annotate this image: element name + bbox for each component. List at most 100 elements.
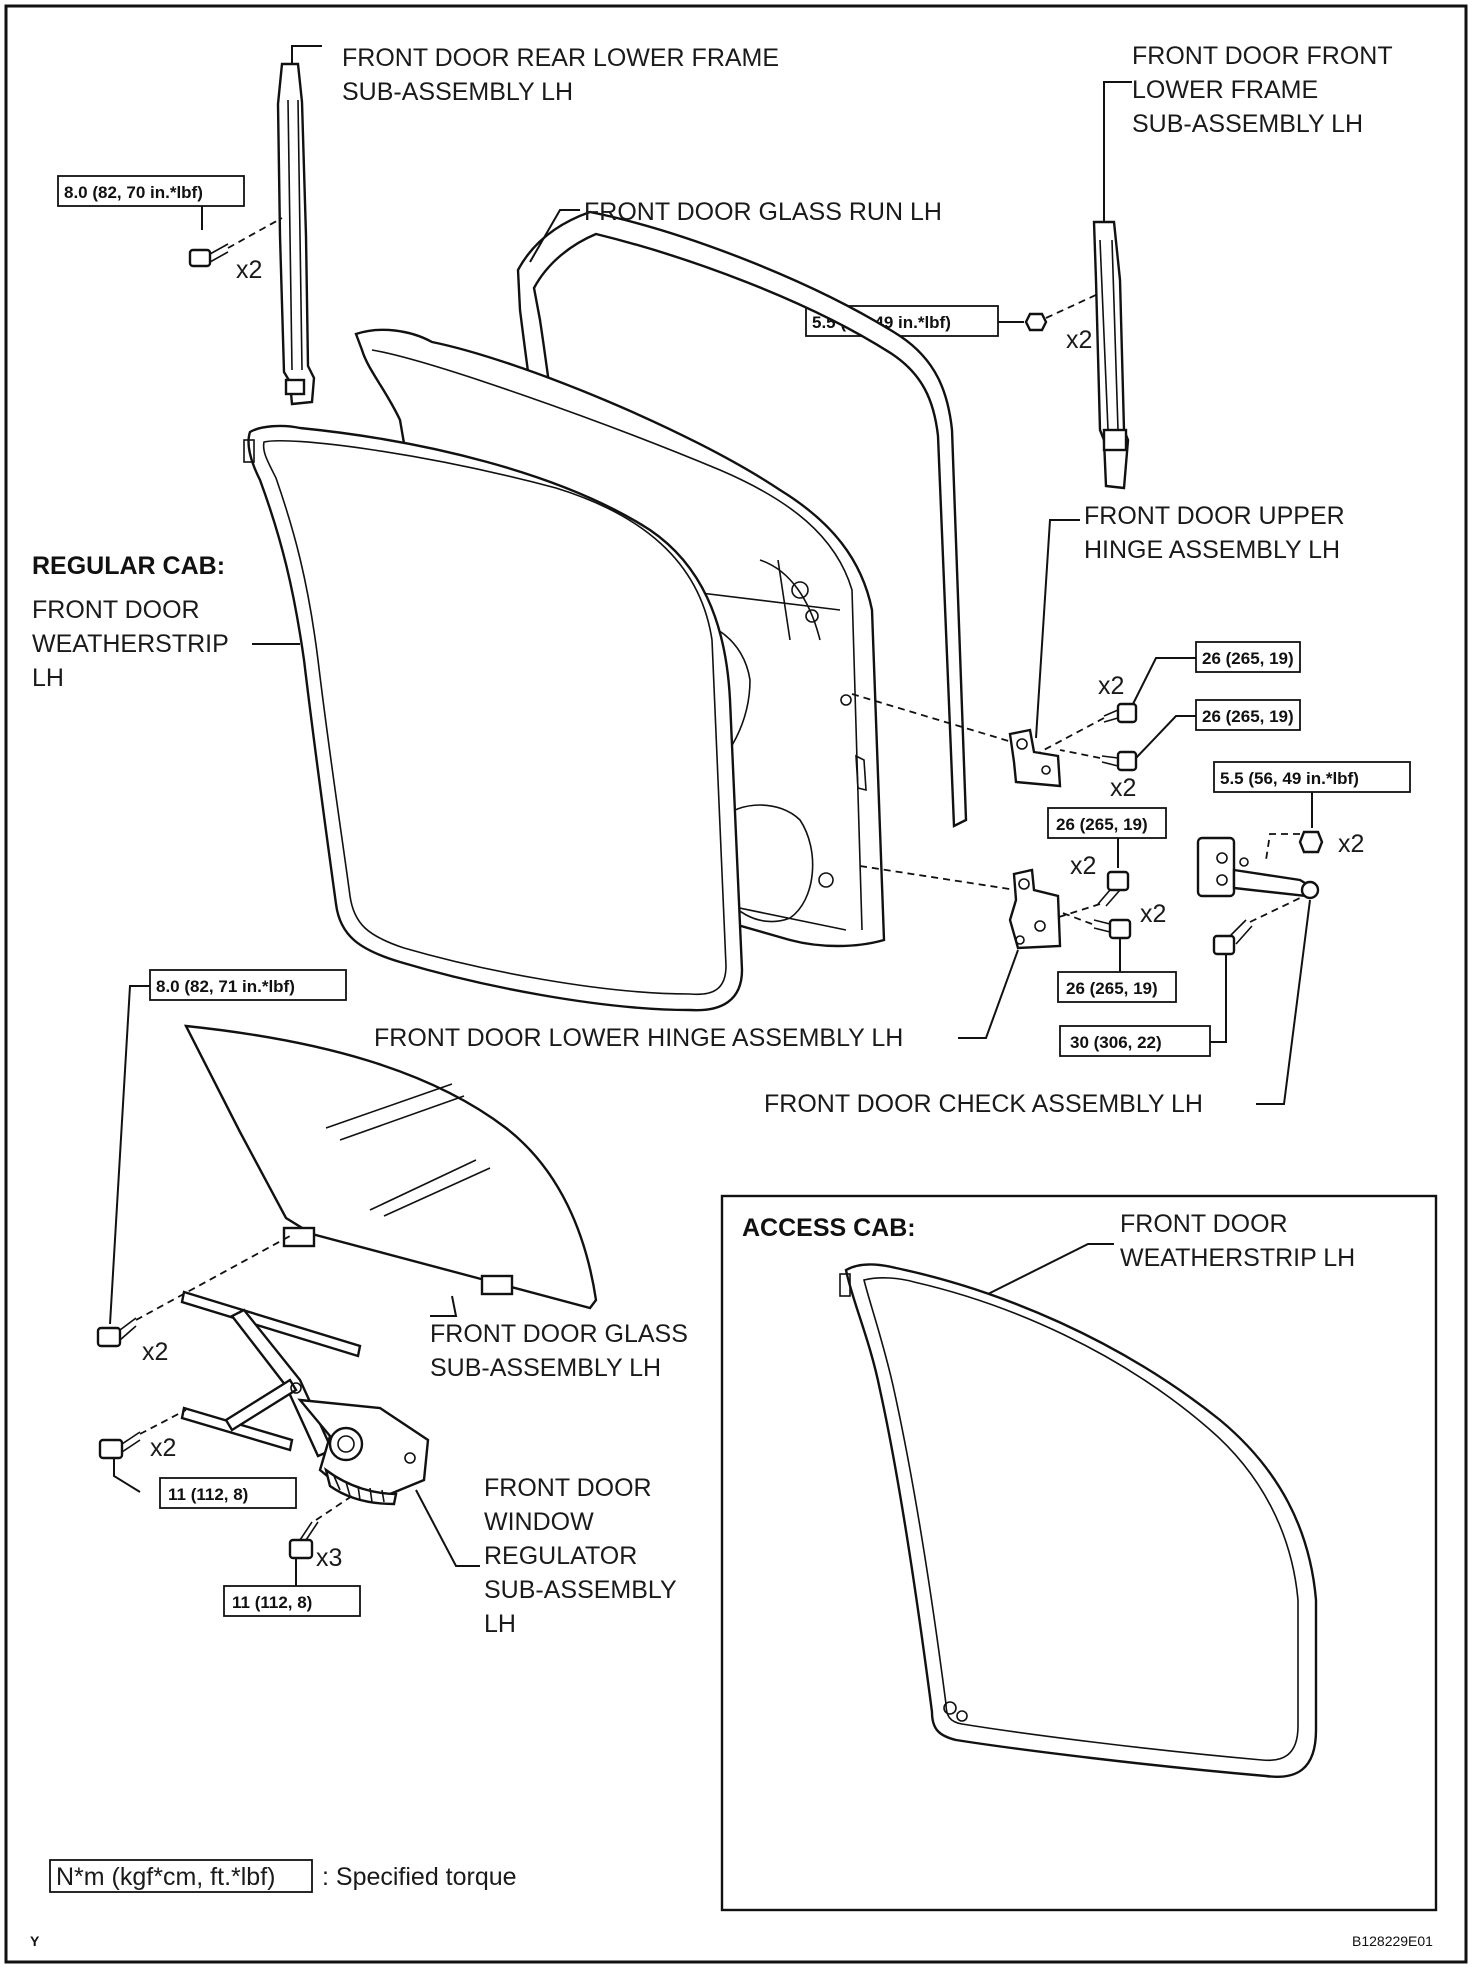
lower-hinge-leader xyxy=(958,949,1019,1039)
torque-box-check-bolt xyxy=(1059,1025,1211,1057)
torque-box-upper-hinge-1 xyxy=(1195,641,1301,673)
bolt-icon xyxy=(1093,918,1132,940)
torque-lower-hinge-1: 26 (265, 19) xyxy=(1056,815,1148,834)
bolt-path-glass xyxy=(135,1235,291,1321)
torque-box-regulator-1 xyxy=(159,1477,297,1509)
rear-frame-leader xyxy=(291,45,322,64)
front-lower-frame-part xyxy=(1092,220,1130,490)
label-glass-run: FRONT DOOR GLASS RUN LH xyxy=(584,198,942,226)
legend-torque-key-box xyxy=(49,1859,313,1893)
torque-check-bolt: 30 (306, 22) xyxy=(1070,1033,1162,1052)
bolt-icon xyxy=(1101,750,1138,772)
check-assembly-part xyxy=(1196,836,1320,900)
label-front-lower-frame-1: FRONT DOOR FRONT xyxy=(1132,42,1393,70)
qty-lower-hinge-2: x2 xyxy=(1140,900,1166,928)
label-weatherstrip-access-1: FRONT DOOR xyxy=(1120,1210,1288,1238)
label-regulator-1: FRONT DOOR xyxy=(484,1474,652,1502)
label-rear-lower-frame-2: SUB-ASSEMBLY LH xyxy=(342,78,573,106)
torque-glass: 8.0 (82, 71 in.*lbf) xyxy=(156,977,295,996)
nut-icon xyxy=(1298,830,1324,854)
torque-check-bolt-leader xyxy=(1210,954,1227,1043)
bolt-icon xyxy=(1103,702,1138,724)
bolt-path-rear-frame xyxy=(227,217,283,249)
bolt-path-lower-hinge-2 xyxy=(1059,911,1093,925)
bolt-path-upper-hinge-1 xyxy=(1039,717,1105,753)
label-regulator-3: REGULATOR xyxy=(484,1542,637,1570)
label-weatherstrip-regular-1: FRONT DOOR xyxy=(32,596,200,624)
label-regulator-2: WINDOW xyxy=(484,1508,594,1536)
label-glass-1: FRONT DOOR GLASS xyxy=(430,1320,688,1348)
upper-hinge-mount-path xyxy=(851,693,1013,743)
torque-box-lower-hinge-1 xyxy=(1047,807,1167,839)
torque-regulator-1: 11 (112, 8) xyxy=(168,1485,248,1504)
qty-front-frame: x2 xyxy=(1066,326,1092,354)
label-front-lower-frame-2: LOWER FRAME xyxy=(1132,76,1318,104)
torque-box-upper-hinge-2 xyxy=(1195,699,1301,731)
label-rear-lower-frame-1: FRONT DOOR REAR LOWER FRAME xyxy=(342,44,779,72)
torque-box-rear-frame xyxy=(57,175,245,207)
torque-check-nut: 5.5 (56, 49 in.*lbf) xyxy=(1220,769,1359,788)
qty-lower-hinge-1: x2 xyxy=(1070,852,1096,880)
bolt-path-regulator-1 xyxy=(139,1409,187,1435)
glass-leader xyxy=(430,1295,458,1317)
regulator-leader xyxy=(415,1489,480,1567)
upper-hinge-leader xyxy=(1035,519,1080,739)
footer-figure-id: B128229E01 xyxy=(1352,1933,1433,1949)
lower-hinge-mount-path xyxy=(859,865,1017,891)
qty-upper-hinge-1: x2 xyxy=(1098,672,1124,700)
front-frame-leader xyxy=(1103,81,1132,222)
label-upper-hinge-2: HINGE ASSEMBLY LH xyxy=(1084,536,1340,564)
torque-regulator-1-leader xyxy=(113,1458,141,1493)
torque-rear-frame: 8.0 (82, 70 in.*lbf) xyxy=(64,183,203,202)
label-access-cab: ACCESS CAB: xyxy=(742,1214,916,1242)
bolt-path-upper-hinge-2 xyxy=(1059,749,1101,759)
bolt-icon xyxy=(98,1431,141,1460)
label-regular-cab: REGULAR CAB: xyxy=(32,552,225,580)
nut-path-front-frame xyxy=(1045,293,1099,319)
torque-upper-hinge-2: 26 (265, 19) xyxy=(1202,707,1294,726)
rear-lower-frame-part xyxy=(276,62,316,406)
weatherstrip-access-part xyxy=(839,1263,1318,1778)
torque-regulator-2: 11 (112, 8) xyxy=(232,1593,312,1612)
qty-regulator-2: x3 xyxy=(316,1544,342,1572)
label-regulator-4: SUB-ASSEMBLY xyxy=(484,1576,677,1604)
bolt-icon xyxy=(288,1521,319,1560)
bolt-icon xyxy=(188,243,229,268)
legend-text: : Specified torque xyxy=(322,1863,517,1891)
weatherstrip-regular-part xyxy=(243,424,744,1012)
label-front-lower-frame-3: SUB-ASSEMBLY LH xyxy=(1132,110,1363,138)
upper-hinge-part xyxy=(1008,728,1062,788)
label-weatherstrip-access-2: WEATHERSTRIP LH xyxy=(1120,1244,1355,1272)
label-check-assembly: FRONT DOOR CHECK ASSEMBLY LH xyxy=(764,1090,1203,1118)
label-glass-2: SUB-ASSEMBLY LH xyxy=(430,1354,661,1382)
bolt-icon xyxy=(1212,919,1253,956)
label-weatherstrip-regular-3: LH xyxy=(32,664,64,692)
bolt-icon xyxy=(96,1317,137,1348)
qty-regulator-1: x2 xyxy=(150,1434,176,1462)
nut-icon xyxy=(1024,312,1048,332)
page-border xyxy=(4,4,1468,1964)
bolt-path-check xyxy=(1249,897,1301,923)
access-cab-box xyxy=(720,1194,1438,1912)
window-regulator-part xyxy=(180,1290,430,1506)
door-glass-part xyxy=(183,1024,598,1310)
label-lower-hinge: FRONT DOOR LOWER HINGE ASSEMBLY LH xyxy=(374,1024,903,1052)
qty-upper-hinge-2: x2 xyxy=(1110,774,1136,802)
bolt-icon xyxy=(1097,870,1130,907)
label-regulator-5: LH xyxy=(484,1610,516,1638)
bolt-path-regulator-2 xyxy=(315,1495,353,1521)
check-assembly-leader xyxy=(1256,899,1311,1105)
torque-glass-leader xyxy=(109,985,150,1325)
qty-check-nut: x2 xyxy=(1338,830,1364,858)
qty-glass: x2 xyxy=(142,1338,168,1366)
torque-upper-hinge-1-leader xyxy=(1131,657,1196,707)
bolt-path-lower-hinge-1 xyxy=(1055,903,1101,919)
glass-run-leader xyxy=(529,209,580,263)
torque-upper-hinge-1: 26 (265, 19) xyxy=(1202,649,1294,668)
label-weatherstrip-regular-2: WEATHERSTRIP xyxy=(32,630,229,658)
torque-lower-hinge-2: 26 (265, 19) xyxy=(1066,979,1158,998)
torque-box-lower-hinge-2 xyxy=(1057,971,1177,1003)
qty-rear-frame: x2 xyxy=(236,256,262,284)
legend-torque-key: N*m (kgf*cm, ft.*lbf) xyxy=(56,1863,275,1891)
torque-upper-hinge-2-leader xyxy=(1135,715,1196,759)
